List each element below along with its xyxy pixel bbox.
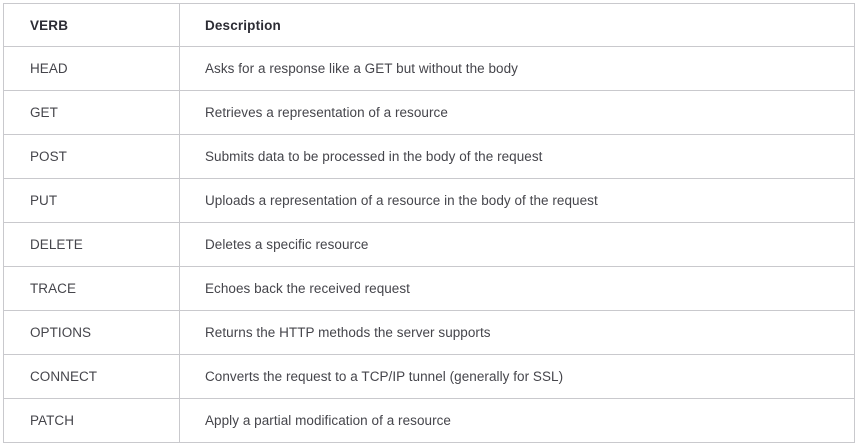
cell-verb: HEAD xyxy=(3,46,180,91)
table-row: HEAD Asks for a response like a GET but … xyxy=(3,46,855,91)
cell-verb: DELETE xyxy=(3,222,180,267)
table-row: DELETE Deletes a specific resource xyxy=(3,222,855,267)
cell-description: Deletes a specific resource xyxy=(179,222,855,267)
column-header-verb: VERB xyxy=(3,3,180,47)
table-row: PATCH Apply a partial modification of a … xyxy=(3,398,855,443)
cell-description: Submits data to be processed in the body… xyxy=(179,134,855,179)
table-body: HEAD Asks for a response like a GET but … xyxy=(3,46,855,443)
cell-description: Uploads a representation of a resource i… xyxy=(179,178,855,223)
cell-description: Returns the HTTP methods the server supp… xyxy=(179,310,855,355)
cell-verb: PATCH xyxy=(3,398,180,443)
table-row: GET Retrieves a representation of a reso… xyxy=(3,90,855,135)
cell-description: Retrieves a representation of a resource xyxy=(179,90,855,135)
table-row: CONNECT Converts the request to a TCP/IP… xyxy=(3,354,855,399)
table-row: TRACE Echoes back the received request xyxy=(3,266,855,311)
table-header: VERB Description xyxy=(3,3,855,47)
http-verbs-table-container: VERB Description HEAD Asks for a respons… xyxy=(3,3,855,443)
cell-verb: POST xyxy=(3,134,180,179)
table-row: OPTIONS Returns the HTTP methods the ser… xyxy=(3,310,855,355)
column-header-description: Description xyxy=(179,3,855,47)
cell-description: Converts the request to a TCP/IP tunnel … xyxy=(179,354,855,399)
table-row: PUT Uploads a representation of a resour… xyxy=(3,178,855,223)
cell-verb: PUT xyxy=(3,178,180,223)
table-header-row: VERB Description xyxy=(3,3,855,47)
cell-verb: CONNECT xyxy=(3,354,180,399)
table-row: POST Submits data to be processed in the… xyxy=(3,134,855,179)
cell-verb: TRACE xyxy=(3,266,180,311)
cell-description: Asks for a response like a GET but witho… xyxy=(179,46,855,91)
http-verbs-table: VERB Description HEAD Asks for a respons… xyxy=(3,3,855,443)
cell-verb: GET xyxy=(3,90,180,135)
cell-description: Echoes back the received request xyxy=(179,266,855,311)
cell-verb: OPTIONS xyxy=(3,310,180,355)
cell-description: Apply a partial modification of a resour… xyxy=(179,398,855,443)
